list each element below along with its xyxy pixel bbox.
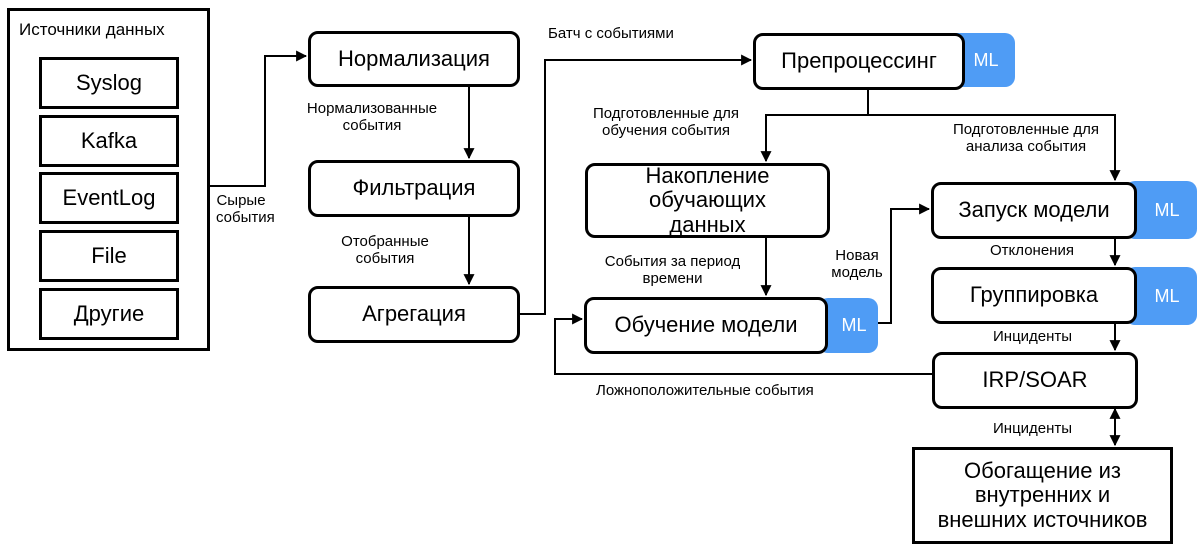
source-file: File [39,230,179,282]
source-syslog: Syslog [39,57,179,109]
label-incidents-grouping: Инциденты [993,328,1073,345]
label-false-positives: Ложноположительные события [596,382,814,399]
filtration-box: Фильтрация [308,160,520,217]
label-batch-events: Батч с событиями [548,25,674,42]
normalization-box: Нормализация [308,31,520,87]
arrow-preprocessing-to-model-run [868,114,1121,182]
arrow-training-to-model-run [876,203,931,324]
ml-badge-model-run: ML [1125,181,1197,239]
label-normalized-events: Нормализованные события [306,100,438,134]
arrow-sources-to-normalization [210,50,308,187]
label-period-events: События за период времени [604,253,741,287]
model-run-box: Запуск модели [931,182,1137,239]
ml-badge-training: ML [818,298,878,353]
source-eventlog: EventLog [39,172,179,224]
label-new-model: Новая модель [831,247,883,281]
aggregation-box: Агрегация [308,286,520,343]
model-training-box: Обучение модели [584,297,828,354]
label-raw-events: Сырые события [216,192,275,226]
data-sources-group: Источники данных Syslog Kafka EventLog F… [7,8,210,351]
accumulation-box: Накопление обучающих данных [585,163,830,238]
enrichment-box: Обогащение из внутренних и внешних источ… [912,447,1173,544]
arrow-irp-to-training [554,313,932,375]
source-other: Другие [39,288,179,340]
ml-badge-grouping: ML [1125,267,1197,325]
arrow-preprocessing-to-accumulation [760,90,869,163]
data-sources-title: Источники данных [19,20,165,39]
label-prepared-training: Подготовленные для обучения события [593,105,739,139]
label-incidents-enrichment: Инциденты [993,420,1073,437]
label-prepared-analysis: Подготовленные для анализа события [953,121,1099,155]
preprocessing-box: Препроцессинг [753,33,965,90]
irp-soar-box: IRP/SOAR [932,352,1138,409]
arrow-aggregation-to-preprocessing [518,54,753,315]
grouping-box: Группировка [931,267,1137,324]
source-kafka: Kafka [39,115,179,167]
label-deviations: Отклонения [990,242,1074,259]
label-selected-events: Отобранные события [341,233,429,267]
